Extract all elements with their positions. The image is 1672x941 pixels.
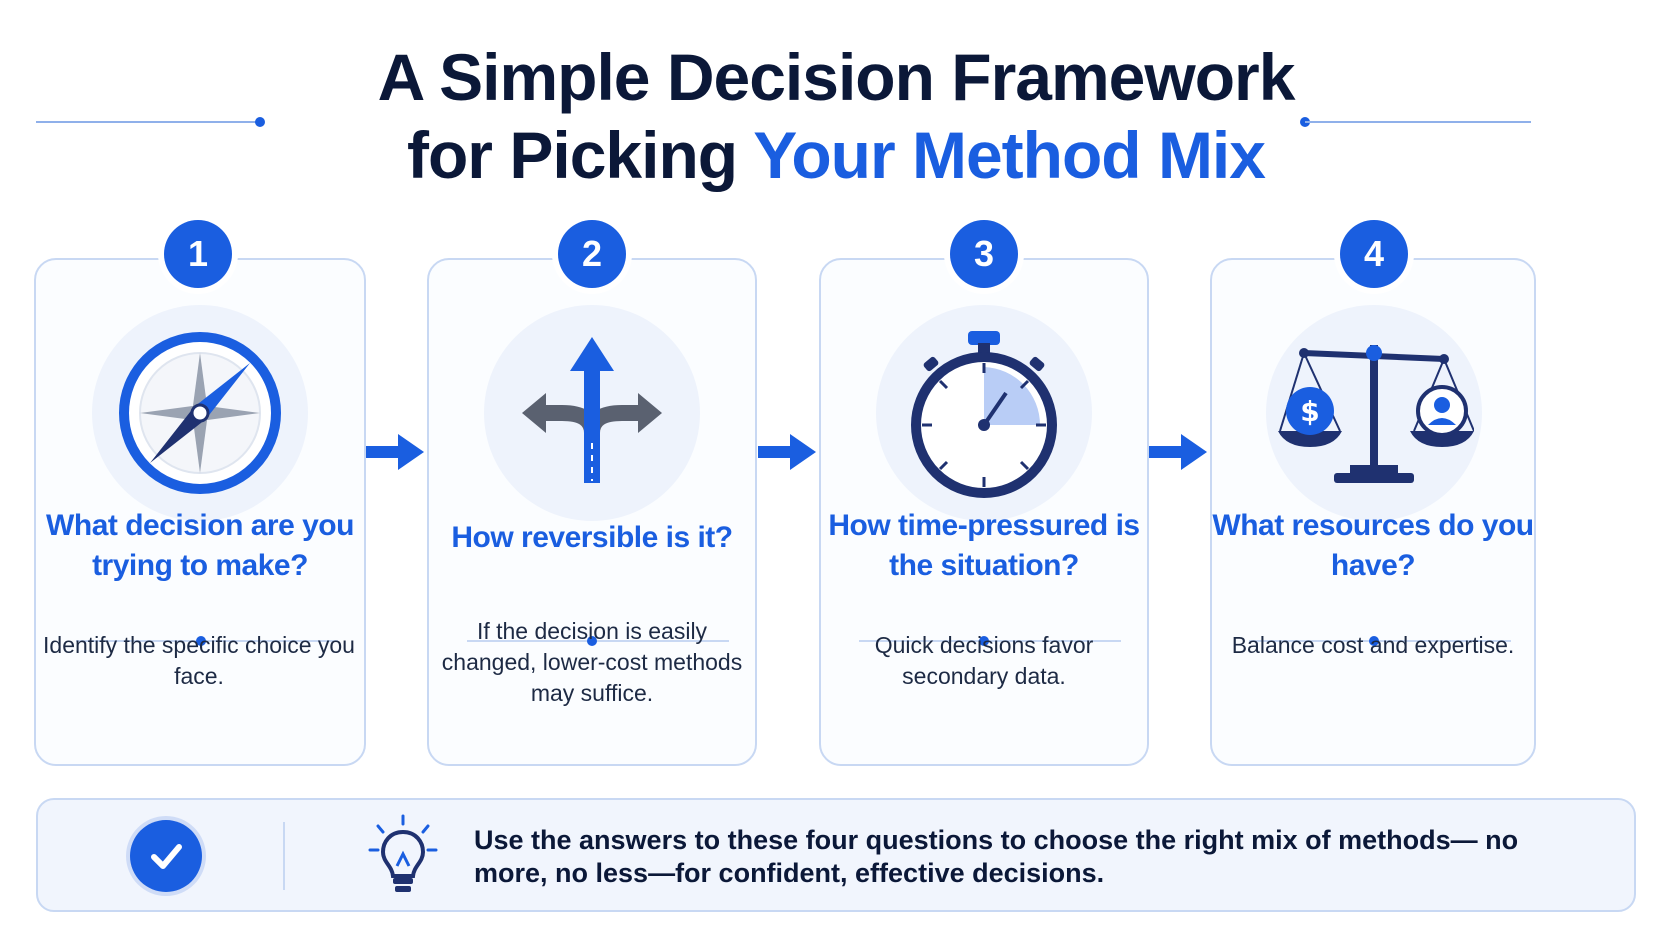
page-title: A Simple Decision Framework for Picking …	[0, 38, 1672, 194]
step-separator-dot-2	[587, 636, 597, 646]
step-separator-1	[76, 640, 338, 642]
title-line-2-highlight: Your Method Mix	[753, 118, 1266, 192]
step-separator-2	[467, 640, 729, 642]
step-description-1: Identify the specific choice you face.	[43, 632, 355, 689]
balance-scale-icon: $	[1278, 345, 1474, 483]
title-line-1: A Simple Decision Framework	[377, 40, 1296, 114]
step-question-4: What resources do you have?	[1212, 509, 1534, 582]
step-number-badge-2: 2	[558, 220, 626, 288]
step-question-1: What decision are you trying to make?	[46, 509, 354, 582]
step-separator-4	[1249, 640, 1511, 642]
step-icon-circle-4: $	[1266, 305, 1482, 521]
step-icon-circle-1	[92, 305, 308, 521]
next-step-arrow-icon	[366, 434, 424, 470]
lightbulb-icon	[368, 814, 438, 892]
step-icon-circle-2	[484, 305, 700, 521]
step-number-badge-3: 3	[950, 220, 1018, 288]
step-question-3: How time-pressured is the situation?	[828, 509, 1140, 582]
step-description-2: If the decision is easily changed, lower…	[441, 618, 743, 706]
stopwatch-icon	[911, 331, 1057, 498]
fork-road-arrow-icon	[522, 337, 662, 483]
step-separator-dot-1	[196, 636, 206, 646]
compass-icon	[119, 332, 281, 494]
checkmark-circle-icon	[130, 820, 202, 892]
next-step-arrow-icon	[1149, 434, 1207, 470]
step-number-badge-4: 4	[1340, 220, 1408, 288]
step-number-badge-1: 1	[164, 220, 232, 288]
title-line-2-plain: for Picking	[407, 118, 754, 192]
title-line-2: for Picking Your Method Mix	[0, 116, 1672, 194]
summary-divider	[283, 822, 285, 890]
summary-text: Use the answers to these four questions …	[474, 825, 1519, 888]
step-separator-dot-3	[979, 636, 989, 646]
step-question-2: How reversible is it?	[451, 521, 733, 554]
title-right-rule	[1305, 121, 1531, 123]
title-left-dot	[255, 117, 265, 127]
step-icon-circle-3	[876, 305, 1092, 521]
step-description-4: Balance cost and expertise.	[1231, 632, 1515, 658]
step-separator-dot-4	[1369, 636, 1379, 646]
next-step-arrow-icon	[758, 434, 816, 470]
summary-banner: Use the answers to these four questions …	[36, 798, 1636, 912]
step-description-3: Quick decisions favor secondary data.	[874, 632, 1094, 689]
step-separator-3	[859, 640, 1121, 642]
title-left-rule	[36, 121, 260, 123]
svg-text:$: $	[1300, 395, 1319, 428]
